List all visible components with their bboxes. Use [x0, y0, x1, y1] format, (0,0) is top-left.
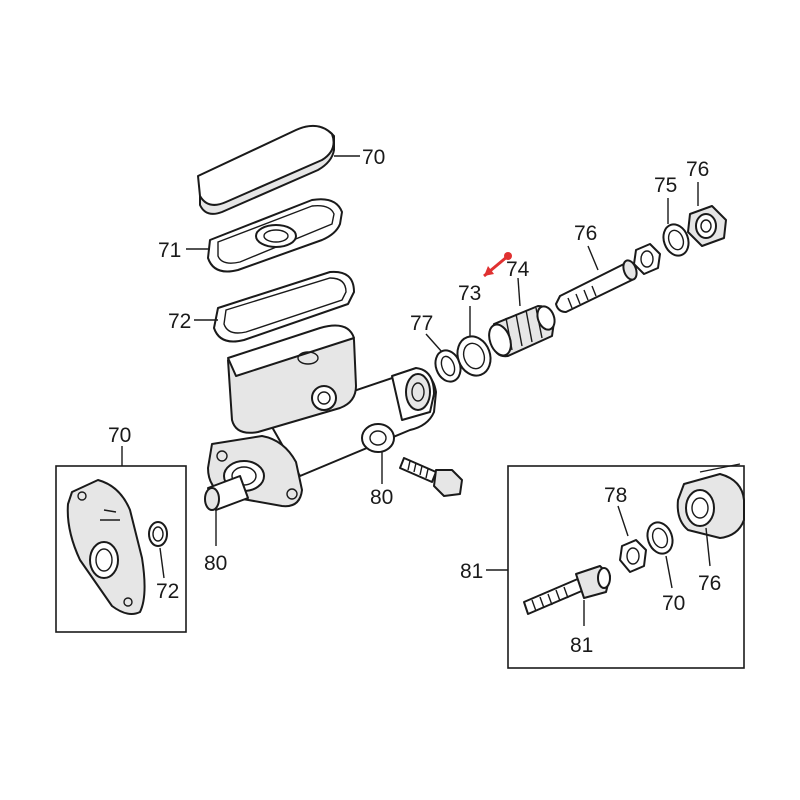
leader-nut-78 — [617, 505, 629, 537]
callout-flange-nut: 76 — [686, 158, 709, 181]
master-cylinder-body — [204, 324, 437, 511]
callout-piston: 74 — [506, 258, 530, 281]
hex-nut — [633, 243, 661, 275]
callout-inset-left-70: 70 — [108, 424, 131, 447]
callout-o-ring: 77 — [410, 312, 433, 335]
callout-rod-washer: 75 — [654, 174, 677, 197]
reservoir-gasket — [207, 198, 343, 273]
callout-flange-76: 76 — [698, 572, 721, 595]
mounting-bolt — [399, 457, 463, 497]
reservoir-seal-ring — [213, 270, 355, 343]
leader-o-ring — [425, 333, 443, 353]
push-rod — [555, 259, 638, 313]
leader-piston — [517, 277, 521, 307]
callout-ring-70: 70 — [662, 592, 685, 615]
callout-inset-right-81: 81 — [460, 560, 483, 583]
callout-push-rod: 76 — [574, 222, 597, 245]
inset-right — [507, 463, 745, 669]
rod-washer — [662, 223, 690, 257]
piston-assembly — [488, 305, 556, 358]
callout-port: 80 — [370, 486, 393, 509]
callout-cap: 70 — [362, 146, 385, 169]
leader-ring-70 — [665, 555, 673, 589]
washer — [456, 335, 492, 377]
callout-inset-left-72: 72 — [156, 580, 179, 603]
leader-push-rod — [587, 245, 599, 271]
callout-tube: 80 — [204, 552, 227, 575]
callout-gasket: 71 — [158, 239, 181, 262]
leader-inset-left-72 — [159, 547, 165, 579]
leader-flange-76 — [705, 527, 711, 567]
callout-nut-78: 78 — [604, 484, 627, 507]
callout-washer: 73 — [458, 282, 481, 305]
highlight-marker — [483, 252, 512, 278]
reservoir-cap — [197, 124, 335, 215]
callout-stud: 81 — [570, 634, 593, 657]
flange-nut — [687, 205, 727, 247]
callout-seal-ring: 72 — [168, 310, 191, 333]
inset-left — [55, 465, 187, 633]
